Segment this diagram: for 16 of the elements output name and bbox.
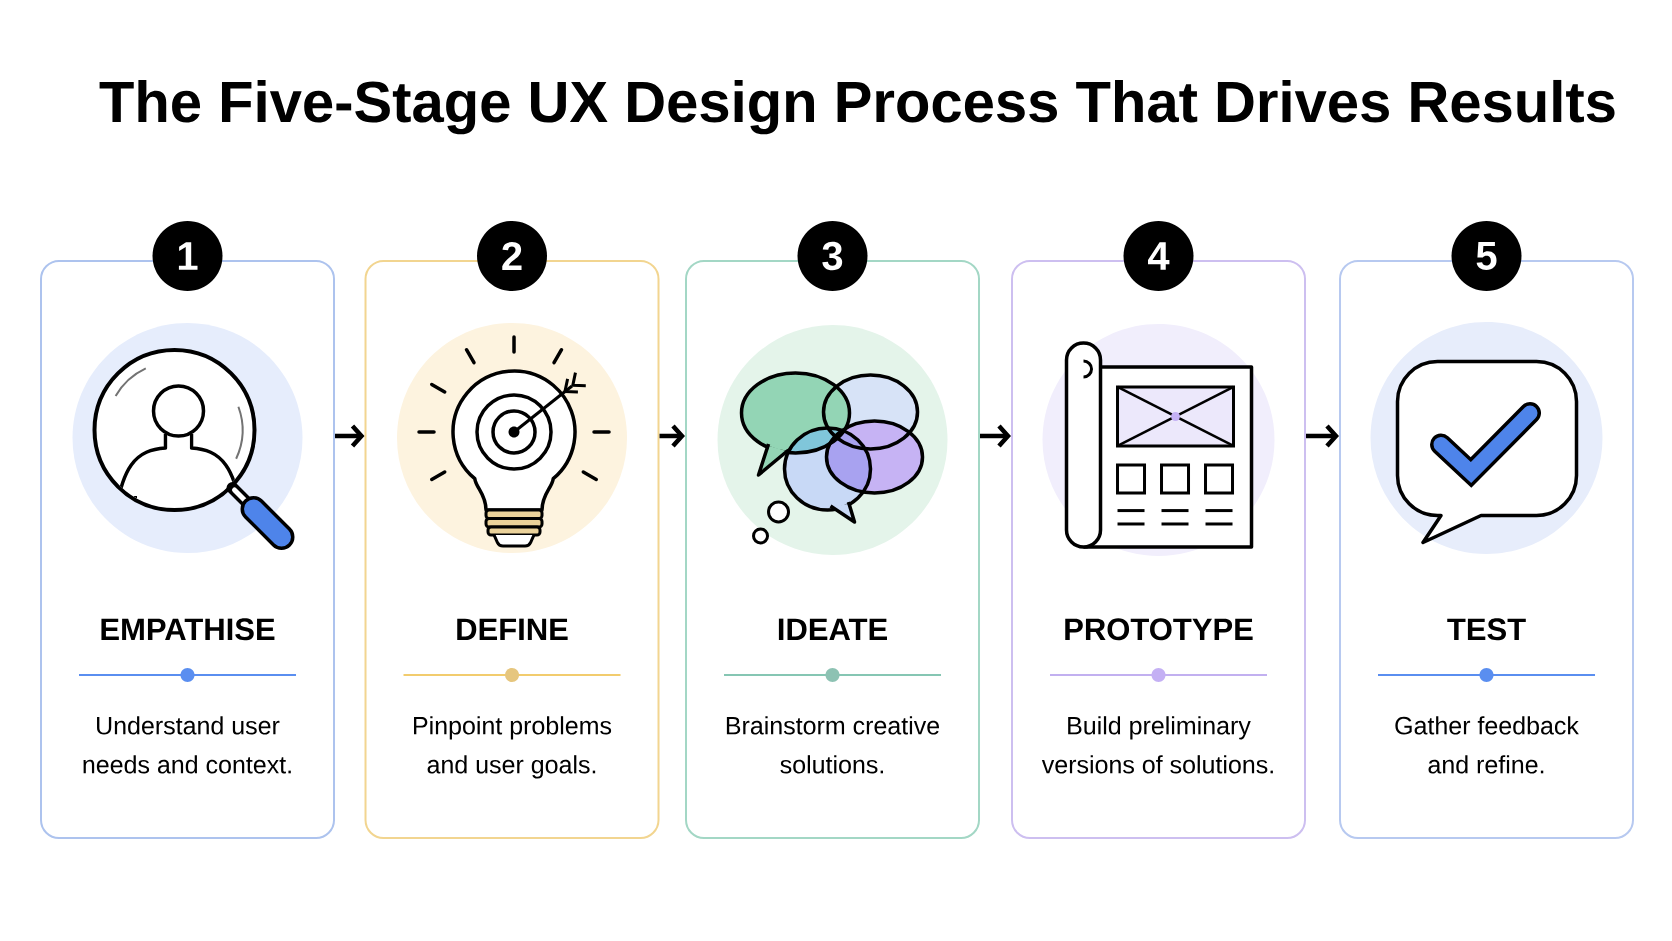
- number-badge: 2: [477, 221, 547, 291]
- stage-title: IDEATE: [778, 618, 887, 640]
- stage-description: Gather feedback and refine.: [1395, 716, 1579, 774]
- number-badge: 4: [1123, 221, 1194, 291]
- stage-title: TEST: [1447, 618, 1526, 641]
- stage-description: Brainstorm creative solutions.: [726, 716, 940, 774]
- stage-description: Build preliminary versions of solutions.: [1041, 716, 1273, 774]
- title: The Five-Stage UX Design Process That Drives Results: [99, 79, 1615, 135]
- stage-title: PROTOTYPE: [1065, 618, 1253, 641]
- number-badge: 5: [1451, 221, 1522, 291]
- stage-title: DEFINE: [457, 618, 568, 640]
- stage-description: Understand user needs and context.: [83, 716, 291, 774]
- stage-description: Pinpoint problems and user goals.: [414, 716, 612, 779]
- number-badge: 3: [797, 221, 868, 291]
- number-badge: 1: [152, 221, 223, 291]
- stage-title: EMPATHISE: [101, 618, 275, 641]
